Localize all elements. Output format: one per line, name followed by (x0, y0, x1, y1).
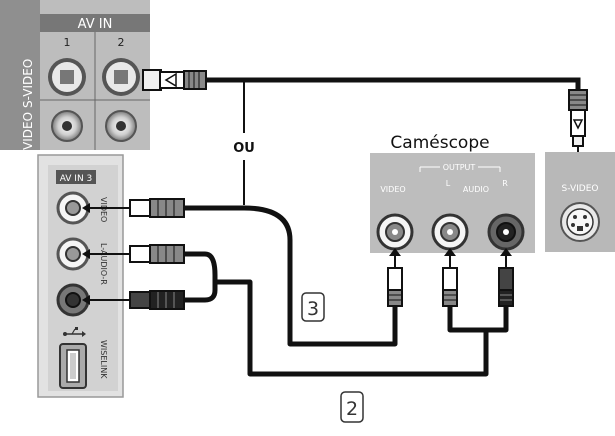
side-usb-label: WISELINK (99, 340, 108, 379)
output-label: OUTPUT (443, 163, 476, 172)
av-in3-header: AV IN 3 (60, 174, 93, 184)
svideo-output-box: S-VIDEO (545, 152, 615, 252)
cam-audio-r-jack (487, 213, 525, 251)
cam-plugs (387, 248, 514, 307)
tv-av-in-panel: AV IN 1 2 S-VIDEO VIDEO (0, 0, 150, 150)
av-in-col-2: 2 (118, 36, 125, 49)
cam-l-label: L (446, 179, 451, 188)
side-video-label: VIDEO (99, 197, 108, 222)
side-video-jack (56, 191, 90, 225)
ou-label: OU (233, 141, 255, 156)
step-2-label: 2 (346, 398, 358, 420)
av-in-col-1: 1 (64, 36, 71, 49)
tv-plugs (82, 198, 185, 310)
av-in-header: AV IN (78, 17, 113, 32)
svideo-jack-2 (102, 58, 140, 96)
side-audio-l-jack (56, 237, 90, 271)
svideo-jack-1 (48, 58, 86, 96)
cam-audio-l-jack (431, 213, 469, 251)
cam-audio-label: AUDIO (463, 185, 489, 194)
tv-av-in3-panel: AV IN 3 VIDEO L-AUDIO-R WISELINK (37, 154, 124, 398)
step-3-label: 3 (307, 298, 319, 320)
side-audio-label: L-AUDIO-R (99, 243, 108, 285)
cam-video-label: VIDEO (380, 185, 405, 194)
svideo-output-label: S-VIDEO (562, 184, 599, 194)
av-cables (183, 205, 509, 377)
step-3-badge: 3 (301, 292, 325, 322)
svideo-row-label: S-VIDEO (21, 59, 35, 108)
video-jack-2 (105, 110, 137, 142)
usb-icon (63, 327, 86, 337)
camcorder-title: Caméscope (390, 133, 489, 153)
cam-video-jack (376, 213, 414, 251)
cam-r-label: R (502, 179, 508, 188)
step-2-badge: 2 (340, 391, 364, 423)
video-row-label: VIDEO (21, 112, 35, 150)
svideo-cable (142, 69, 588, 205)
camcorder-output-panel: OUTPUT VIDEO AUDIO L R (370, 153, 535, 253)
usb-port (59, 343, 87, 389)
video-jack-1 (51, 110, 83, 142)
